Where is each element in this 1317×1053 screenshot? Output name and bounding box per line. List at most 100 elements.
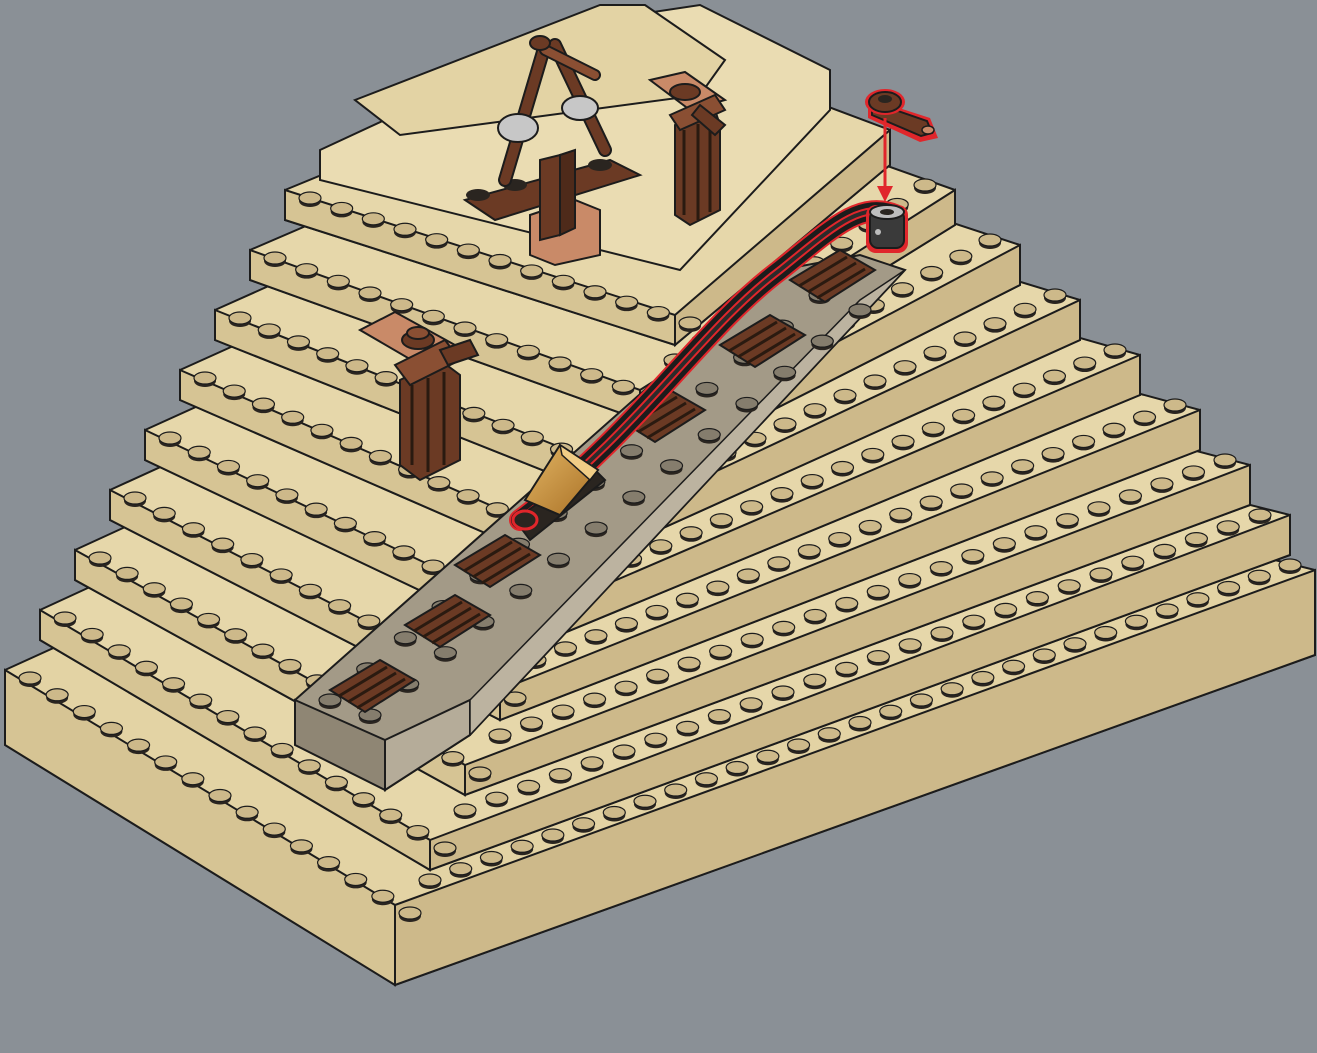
stud-top <box>804 674 826 686</box>
stud-top <box>773 621 795 633</box>
stud-top <box>661 460 683 472</box>
stud-top <box>442 752 464 764</box>
stud-top <box>867 651 889 663</box>
stud-top <box>327 275 349 287</box>
stud-top <box>182 523 204 535</box>
stud-top <box>899 574 921 586</box>
stud-top <box>264 252 286 264</box>
stud-top <box>182 773 204 785</box>
stud-top <box>818 728 840 740</box>
stud-top <box>892 435 914 447</box>
stud-top <box>419 874 441 886</box>
stud-top <box>679 317 701 329</box>
stud-top <box>358 615 380 627</box>
stud-top <box>163 678 185 690</box>
stud-top <box>953 409 975 421</box>
stud-top <box>325 776 347 788</box>
stud-top <box>225 629 247 641</box>
stud-top <box>920 496 942 508</box>
stud-top <box>170 598 192 610</box>
stud-top <box>924 346 946 358</box>
stud-top <box>153 507 175 519</box>
stud-top <box>454 322 476 334</box>
stud-top <box>1088 502 1110 514</box>
stud-top <box>581 369 603 381</box>
stud-top <box>394 223 416 235</box>
stud-top <box>832 462 854 474</box>
stud-top <box>1073 435 1095 447</box>
stud-top <box>346 360 368 372</box>
stud-top <box>100 722 122 734</box>
stud-top <box>695 773 717 785</box>
stud-top <box>1151 478 1173 490</box>
stud-top <box>511 840 533 852</box>
stud-top <box>972 672 994 684</box>
stud-top <box>1249 509 1271 521</box>
stud-top <box>463 407 485 419</box>
stud-top <box>1119 490 1141 502</box>
stud-top <box>1044 289 1066 301</box>
stud-top <box>804 404 826 416</box>
stud-top <box>880 705 902 717</box>
stud-top <box>707 581 729 593</box>
stud-top <box>252 644 274 656</box>
stud-top <box>434 842 456 854</box>
stud-top <box>489 729 511 741</box>
stud-top <box>1058 580 1080 592</box>
stud-top <box>930 562 952 574</box>
stud-top <box>1134 411 1156 423</box>
stud-top <box>768 557 790 569</box>
stud-top <box>1103 423 1125 435</box>
stud-top <box>124 492 146 504</box>
stud-top <box>159 432 181 444</box>
stud-top <box>993 538 1015 550</box>
stud-top <box>774 418 796 430</box>
stud-top <box>665 784 687 796</box>
stud-top <box>981 472 1003 484</box>
stud-top <box>623 491 645 503</box>
stud-top <box>229 312 251 324</box>
stud-top <box>585 630 607 642</box>
stud-top <box>646 605 668 617</box>
stud-top <box>849 717 871 729</box>
stud-top <box>236 806 258 818</box>
stud-top <box>1214 454 1236 466</box>
stud-top <box>680 527 702 539</box>
stud-top <box>486 334 508 346</box>
stud-top <box>979 234 1001 246</box>
stud-top <box>1026 592 1048 604</box>
stud-top <box>279 660 301 672</box>
stud-top <box>677 721 699 733</box>
stud-top <box>296 264 318 276</box>
stud-top <box>647 307 669 319</box>
stud-top <box>81 628 103 640</box>
stud-top <box>89 552 111 564</box>
stud-top <box>1095 627 1117 639</box>
stud-top <box>510 584 532 596</box>
stud-top <box>1014 303 1036 315</box>
stud-top <box>1217 521 1239 533</box>
stud-top <box>19 672 41 684</box>
stud-top <box>108 645 130 657</box>
stud-top <box>188 446 210 458</box>
stud-top <box>364 532 386 544</box>
stud-top <box>962 550 984 562</box>
stud-top <box>741 633 763 645</box>
stud-top <box>480 852 502 864</box>
stud-top <box>422 310 444 322</box>
stud-top <box>954 332 976 344</box>
stud-top <box>450 863 472 875</box>
stud-top <box>804 609 826 621</box>
stud-top <box>521 431 543 443</box>
stud-top <box>1043 370 1065 382</box>
stud-top <box>331 202 353 214</box>
stud-top <box>299 192 321 204</box>
stud-top <box>849 304 871 316</box>
stud-top <box>457 244 479 256</box>
stud-top <box>1012 460 1034 472</box>
stud-top <box>1154 544 1176 556</box>
stud-top <box>867 586 889 598</box>
stud-top <box>329 600 351 612</box>
stud-top <box>581 757 603 769</box>
